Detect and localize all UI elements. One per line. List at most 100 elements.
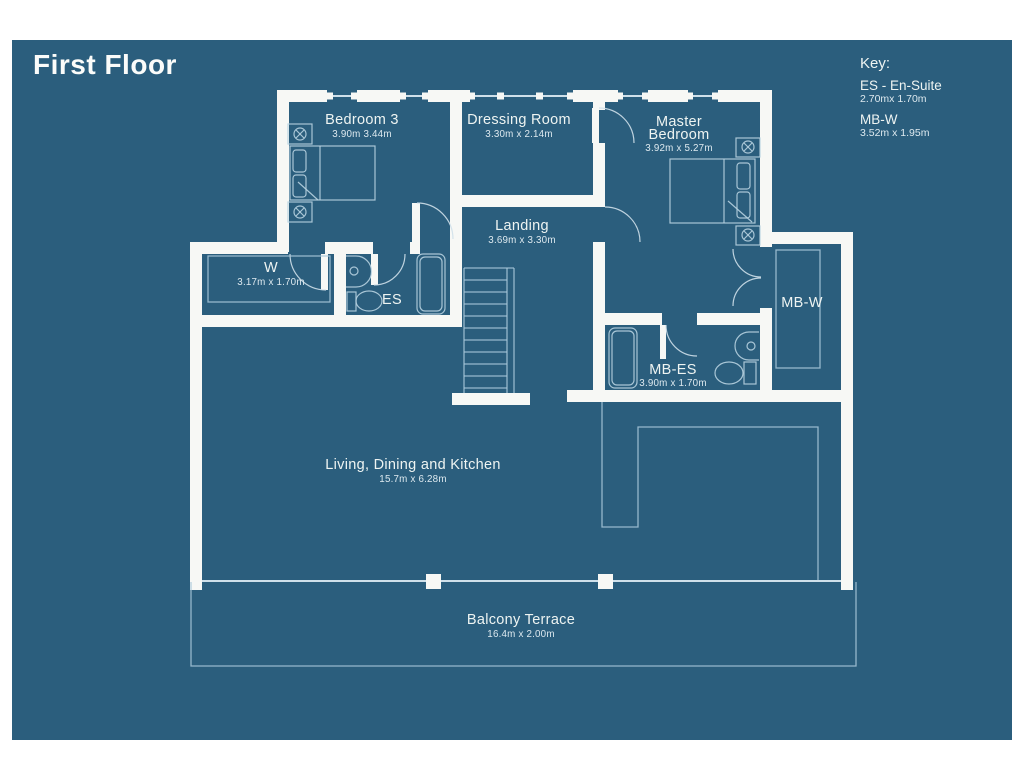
doors (289, 107, 762, 359)
door-bedroom3-leaf (412, 203, 420, 242)
door-mbw-arc-upper (732, 248, 762, 278)
nightstand-icon (287, 201, 313, 223)
door-master-arc (604, 206, 641, 243)
door-mbes-leaf (660, 325, 666, 359)
glazing-post (598, 574, 613, 589)
key-item-mbw-label: MB-W (860, 112, 898, 127)
key-item-mbw-dims: 3.52m x 1.95m (860, 127, 930, 139)
bed-icon (669, 158, 756, 224)
wall-wes-top (325, 242, 373, 254)
pillow-icon (292, 149, 307, 173)
door-mbw-arc-lower (732, 277, 762, 307)
key-heading: Key: (860, 55, 890, 72)
wall-stairs-bottom (452, 393, 530, 405)
shower-icon (416, 253, 446, 315)
door-es-leaf (371, 254, 378, 285)
dims-balcony: 16.4m x 2.00m (487, 629, 554, 640)
lamp-icon (293, 205, 307, 219)
label-wardrobe: W (264, 260, 278, 276)
window-mullions (326, 92, 719, 100)
es-fixtures (346, 253, 446, 315)
dims-master: 3.92m x 5.27m (645, 143, 712, 154)
wall-dressing-right-stub (593, 102, 605, 110)
label-master-line2: Bedroom (649, 127, 710, 143)
wall-centre-upper (450, 102, 462, 242)
balcony (190, 574, 857, 667)
label-master-line1: Master (656, 114, 702, 130)
toilet-icon (714, 361, 757, 385)
wall-top-2 (357, 90, 400, 102)
wall-top-5 (648, 90, 688, 102)
label-dressing: Dressing Room (467, 112, 571, 128)
label-balcony: Balcony Terrace (467, 612, 575, 628)
wall-outer-left (190, 242, 202, 590)
room-labels: Bedroom 3 3.90m 3.44m Dressing Room 3.30… (237, 112, 822, 640)
sink-icon (346, 255, 373, 288)
wall-dressing-right (593, 143, 605, 195)
kitchen-counter-outline (601, 402, 819, 580)
dims-bedroom3: 3.90m 3.44m (332, 129, 391, 140)
sink-icon (734, 331, 759, 361)
door-dressing-master-arc (598, 107, 635, 144)
wall-dressing-bottom (452, 195, 605, 207)
door-bedroom3-arc (416, 202, 454, 240)
wall-es-top-stub (410, 242, 420, 254)
master-furniture (669, 137, 761, 246)
wardrobe-icon (207, 255, 331, 303)
wall-w-es-divider (334, 254, 346, 327)
wall-mbes-top-1 (605, 313, 662, 325)
wall-top-1 (277, 90, 327, 102)
walls (190, 90, 853, 590)
stair-treads (464, 279, 507, 389)
door-w-leaf (321, 254, 328, 290)
nightstand-icon (735, 225, 761, 246)
pillow-icon (736, 191, 751, 219)
pillow-icon (292, 174, 307, 198)
wall-mbw-left (760, 308, 772, 402)
toilet-icon (346, 290, 383, 312)
wall-top-4 (573, 90, 618, 102)
label-mbes: MB-ES (649, 362, 696, 378)
wall-w-top (190, 242, 288, 254)
dims-living: 15.7m x 6.28m (379, 474, 446, 485)
label-ensuite: ES (382, 292, 402, 308)
page-title: First Floor (33, 49, 177, 80)
dims-dressing: 3.30m x 2.14m (485, 129, 552, 140)
glazing-post (426, 574, 441, 589)
bathtub-icon (608, 327, 638, 389)
wall-bedroom3-left (277, 90, 289, 252)
staircase (463, 267, 515, 393)
key-legend: Key: ES - En-Suite 2.70mx 1.70m MB-W 3.5… (860, 55, 942, 139)
label-mbw: MB-W (781, 295, 822, 311)
wall-top-6 (718, 90, 772, 102)
wall-master-right (760, 90, 772, 232)
lamp-icon (741, 228, 755, 242)
mbes-fixtures (608, 327, 759, 389)
wall-outer-right (841, 232, 853, 590)
wall-es-right (450, 242, 462, 327)
label-bedroom3: Bedroom 3 (325, 112, 399, 128)
door-es-arc (373, 253, 406, 286)
label-living: Living, Dining and Kitchen (325, 457, 500, 473)
dims-wardrobe: 3.17m x 1.70m (237, 277, 304, 288)
label-landing: Landing (495, 218, 549, 234)
windows (326, 92, 719, 100)
dims-landing: 3.69m x 3.30m (488, 235, 555, 246)
pillow-icon (736, 162, 751, 190)
dims-mbes: 3.90m x 1.70m (639, 378, 706, 389)
door-dressing-master-leaf (592, 108, 599, 143)
lamp-icon (741, 140, 755, 154)
door-mbes-arc (665, 324, 698, 357)
balcony-outline (190, 582, 857, 667)
lamp-icon (293, 127, 307, 141)
door-w-arc (289, 253, 327, 291)
wall-living-topright (567, 390, 853, 402)
wall-mbes-top-2 (697, 313, 760, 325)
wall-mbw-top (760, 232, 853, 244)
nightstand-icon (735, 137, 761, 158)
nightstand-icon (287, 123, 313, 145)
wall-top-3 (428, 90, 470, 102)
bed-icon (289, 145, 376, 201)
